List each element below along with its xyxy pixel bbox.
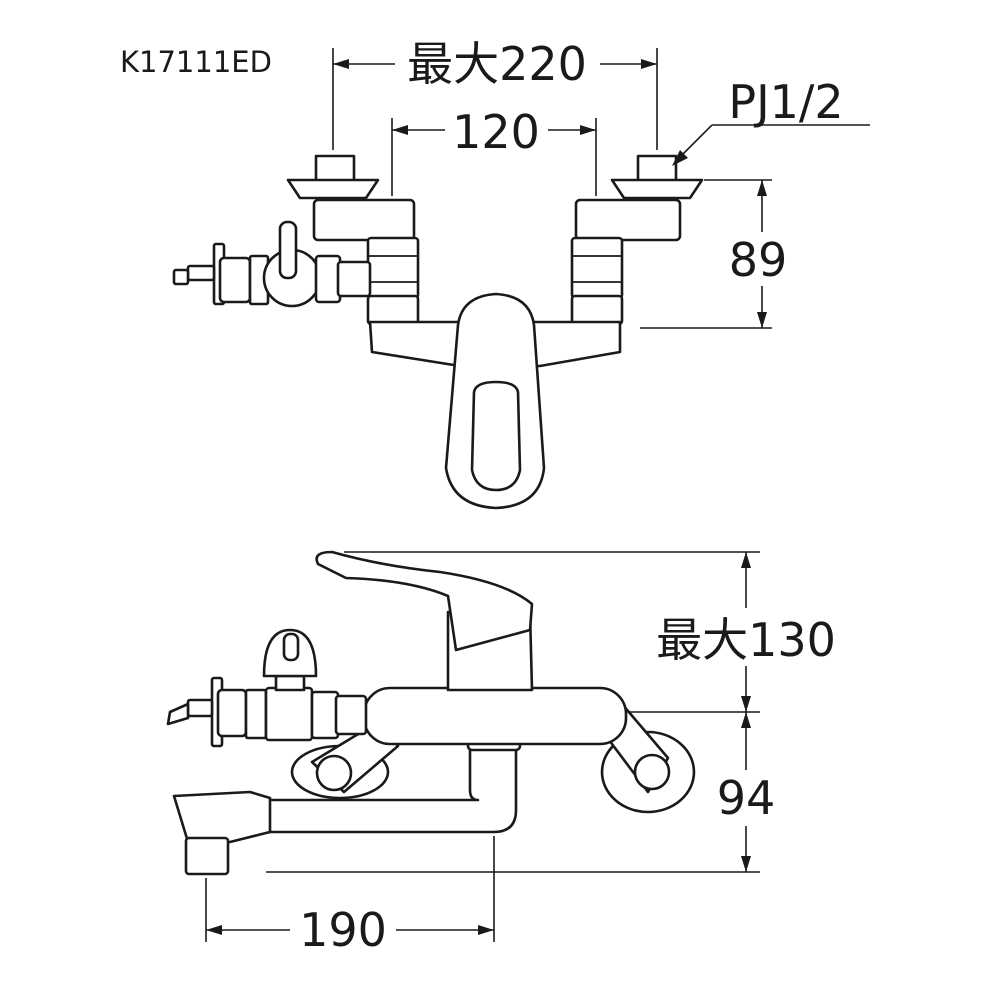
top-view	[172, 48, 870, 510]
right-supply-connector	[574, 154, 704, 242]
faucet-body-side	[362, 686, 628, 746]
branch-valve-side	[166, 628, 368, 748]
model-number: K17111ED	[120, 45, 272, 79]
right-riser	[570, 236, 624, 326]
dim-lower-height: 94	[717, 771, 776, 825]
lever-handle-side	[315, 550, 534, 652]
side-dimension-lines	[205, 551, 760, 942]
handle-opening	[470, 380, 522, 492]
dim-max-width: 最大220	[407, 37, 587, 91]
branch-valve-top	[172, 220, 372, 308]
top-dimension-lines	[332, 48, 870, 329]
side-view	[166, 550, 760, 942]
left-riser	[366, 236, 420, 326]
left-supply-connector	[286, 154, 416, 242]
dim-max-height: 最大130	[656, 613, 836, 667]
dim-spout-reach: 190	[299, 903, 387, 957]
dim-thread: PJ1/2	[728, 75, 843, 129]
dim-center-spacing: 120	[452, 105, 540, 159]
spout	[172, 732, 522, 876]
dim-depth: 89	[729, 233, 788, 287]
